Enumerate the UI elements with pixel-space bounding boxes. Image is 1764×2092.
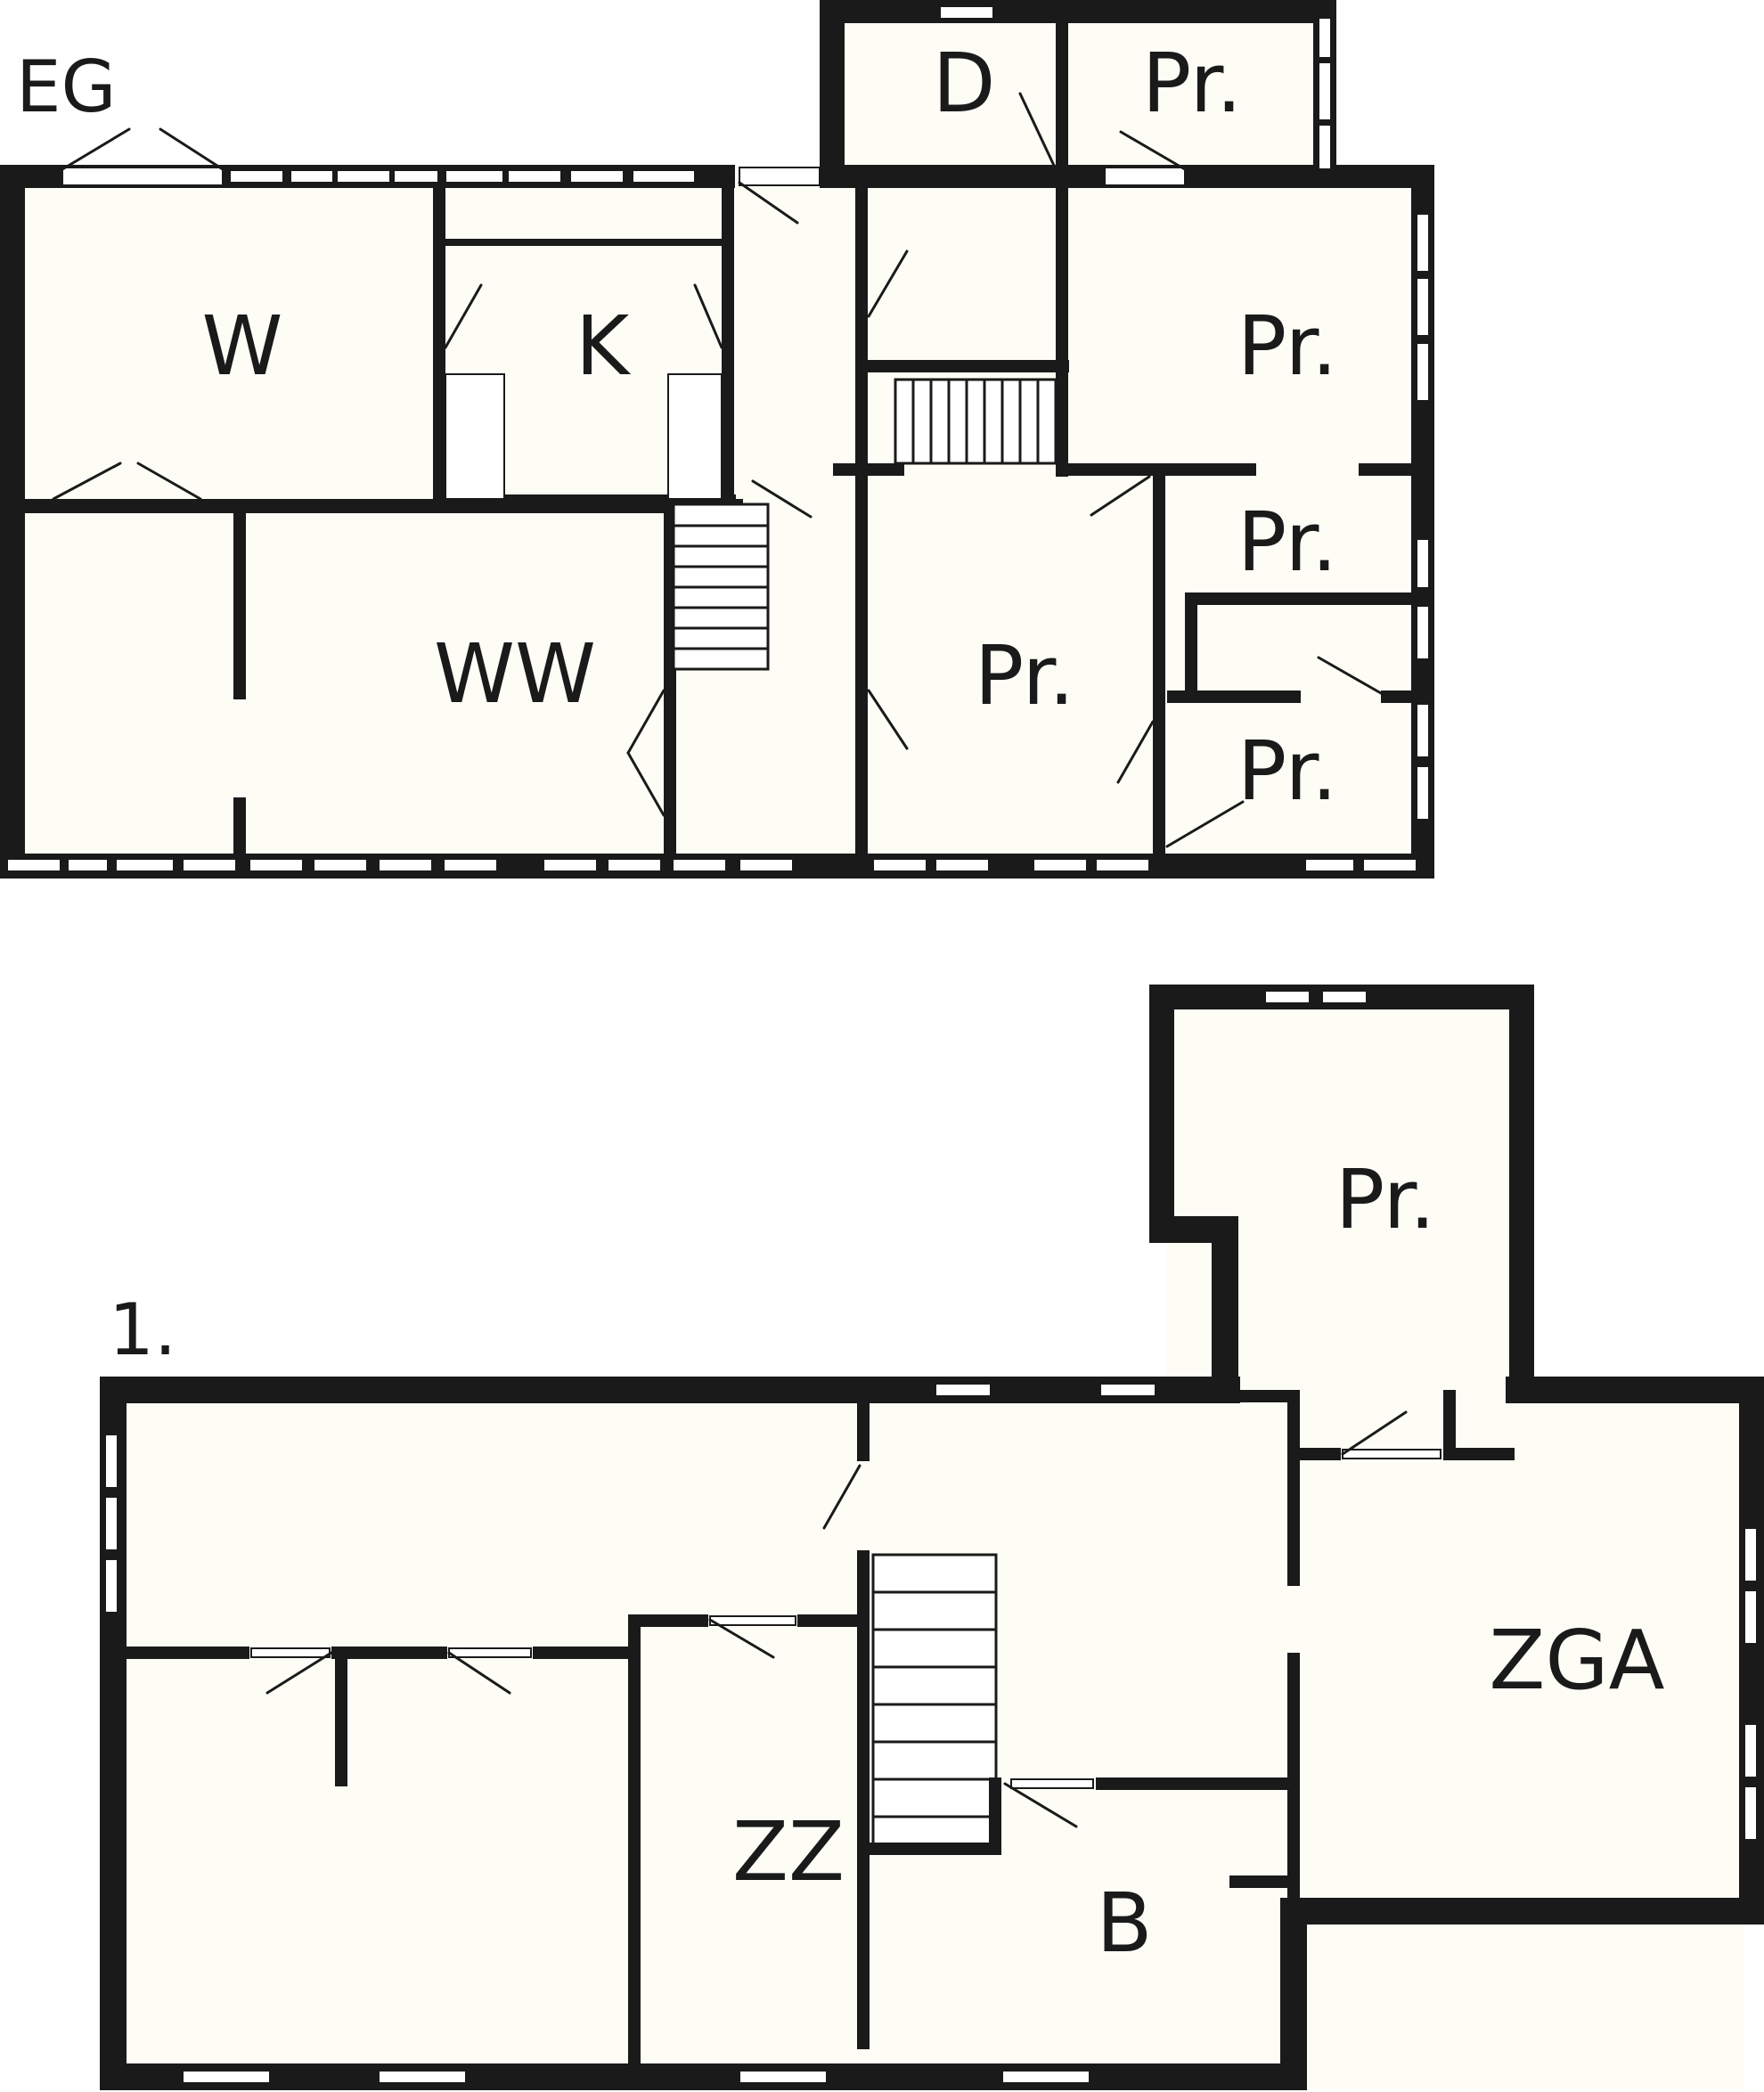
room-label-pr-right: Pr. (1237, 298, 1337, 394)
room-label-d: D (933, 36, 996, 131)
room-label-pr-mid: Pr. (1237, 494, 1337, 590)
room-label-pr-bottom: Pr. (1237, 723, 1337, 819)
first-floor: 1. Pr. ZGA ZZ B (100, 985, 1764, 2090)
room-label-pr-annex: Pr. (1335, 1152, 1435, 1247)
room-label-pr-center: Pr. (975, 628, 1074, 723)
room-label-k: K (576, 298, 632, 394)
room-label-zga: ZGA (1489, 1613, 1664, 1708)
ground-floor: EG W K WW D Pr. Pr. Pr. Pr. Pr. (0, 0, 1434, 878)
ground-floor-label: EG (16, 45, 117, 128)
room-label-b: B (1096, 1875, 1152, 1971)
room-label-w: W (202, 298, 283, 394)
room-label-pr-top: Pr. (1142, 36, 1242, 131)
room-label-zz: ZZ (732, 1804, 845, 1900)
room-label-ww: WW (434, 626, 596, 722)
first-floor-label: 1. (109, 1288, 176, 1371)
